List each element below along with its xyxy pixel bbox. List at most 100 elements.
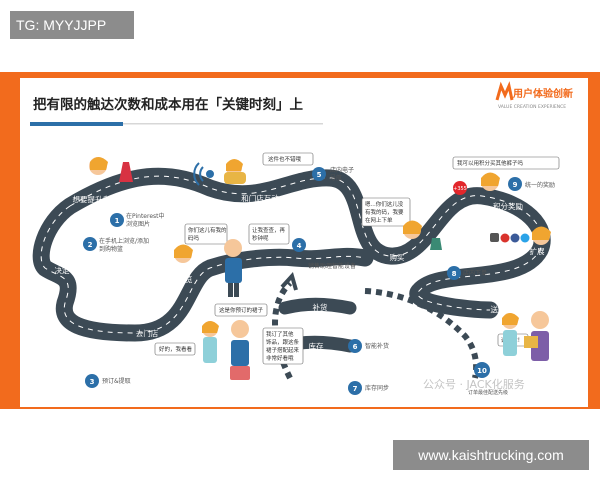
slide-canvas: 把有限的触达次数和成本用在「关键时刻」上 用户体验创新 VALUE CREATI… bbox=[20, 78, 588, 407]
shopper-phone-icon bbox=[224, 159, 246, 184]
step-6-text: 智能补货 bbox=[365, 342, 389, 350]
stage-store-interaction: 和门店互动 bbox=[241, 193, 279, 203]
woman-expand-icon bbox=[532, 226, 551, 245]
logo-mark-icon bbox=[495, 81, 514, 101]
stage-purchase: 购买 bbox=[390, 252, 405, 262]
watermark-text: 公众号 · JACK化服务 bbox=[423, 377, 525, 391]
step-5-text-line2: 导航 bbox=[330, 174, 342, 182]
bubble-size-question-line2: 码吗 bbox=[188, 234, 200, 242]
step-7-text: 库存同步 bbox=[365, 384, 389, 392]
bubble-check bbox=[248, 223, 290, 245]
step-9-marker bbox=[508, 177, 522, 191]
step-7-number: 7 bbox=[353, 385, 358, 393]
bubble-size-question-line1: 你们这儿有我的 bbox=[188, 226, 227, 234]
bubble-check-line2: 秒钟呢 bbox=[252, 234, 269, 242]
step-1-text-line1: 在Pinterest中 bbox=[126, 212, 165, 220]
title-underline-grey bbox=[123, 123, 323, 125]
social-icons bbox=[490, 233, 530, 243]
step-10-number: 10 bbox=[477, 367, 487, 375]
bubble-this-one bbox=[262, 152, 314, 166]
delivery-box-icon bbox=[524, 336, 538, 348]
bubble-order-online-line1: 嗯...你们这儿没 bbox=[365, 200, 404, 208]
shopping-bag-icon bbox=[430, 238, 442, 250]
step-10-marker bbox=[474, 362, 490, 378]
top-badge: TG: MYYJJPP bbox=[10, 11, 134, 39]
bubble-points bbox=[452, 156, 560, 170]
step-5-text-line1: 店内电子 bbox=[330, 166, 354, 174]
step-4-text: 销售助理智能设备 bbox=[308, 262, 356, 270]
step-6-marker bbox=[348, 339, 362, 353]
bubble-accessories-line3: 裙子搭配起来 bbox=[266, 346, 300, 354]
step-1-text-line2: 浏览图片 bbox=[126, 220, 150, 228]
slide-title: 把有限的触达次数和成本用在「关键时刻」上 bbox=[33, 96, 303, 113]
step-5-number: 5 bbox=[317, 171, 322, 179]
dress-icon bbox=[119, 162, 133, 182]
step-1-number: 1 bbox=[115, 217, 120, 225]
wifi-icon bbox=[193, 162, 214, 186]
bubble-points-text: 我可以用积分买其他裤子吗 bbox=[457, 159, 524, 167]
title-underline-blue bbox=[30, 122, 123, 126]
stage-want-improve: 想要提升自己 bbox=[73, 194, 118, 204]
arc-arrow-icon bbox=[280, 271, 298, 291]
bubble-this-one-text: 这件也不错哦 bbox=[268, 155, 302, 163]
stage-expand: 扩展 bbox=[530, 246, 545, 256]
stage-browse: 浏览 bbox=[178, 274, 193, 284]
journey-road-centerline bbox=[40, 175, 543, 334]
bubble-reserved-dress-text: 这是你预订的裙子 bbox=[219, 306, 264, 314]
bubble-accessories-line4: 非常好看哦 bbox=[266, 354, 294, 362]
restock-road bbox=[278, 297, 357, 315]
stage-reserve: 预订 bbox=[53, 328, 68, 338]
bubble-ok bbox=[154, 342, 196, 356]
stage-go-store: 去门店 bbox=[136, 328, 159, 338]
shopping-bag-pickup-icon bbox=[230, 366, 250, 380]
facebook-icon bbox=[510, 233, 520, 243]
step-2-text-line1: 在手机上浏览/添加 bbox=[99, 237, 149, 245]
bubble-check-line1: 让我查查，再 bbox=[252, 226, 286, 234]
step-8-marker bbox=[447, 266, 461, 280]
points-badge-text: +355 bbox=[453, 186, 467, 192]
bubble-ok-text: 好的，我看看 bbox=[159, 345, 193, 353]
step-8-number: 8 bbox=[452, 270, 457, 278]
woman-purchase-icon bbox=[403, 220, 442, 250]
step-9-text: 统一的奖励 bbox=[525, 181, 555, 189]
step-2-number: 2 bbox=[88, 241, 93, 249]
bubble-order-online-line3: 在网上下单 bbox=[365, 216, 393, 224]
sales-assistant-icon bbox=[224, 239, 242, 297]
step-3-text: 预订&提取 bbox=[102, 377, 131, 385]
bubble-accessories bbox=[262, 327, 304, 365]
bubble-order-online-line2: 有我的码，我要 bbox=[365, 208, 404, 216]
bubble-order-online bbox=[361, 197, 411, 227]
bubble-reserved-dress bbox=[214, 303, 268, 317]
delivery-couple-icon bbox=[502, 311, 549, 361]
stage-restock: 补货 bbox=[313, 302, 328, 312]
stage-delivery: 送货 bbox=[491, 304, 506, 314]
step-7-marker bbox=[348, 381, 362, 395]
step-4-number: 4 bbox=[297, 242, 302, 250]
step-10-text: 订单最佳配送先级 bbox=[468, 389, 508, 396]
step-5-marker bbox=[312, 167, 326, 181]
twitter-icon bbox=[520, 233, 530, 243]
logo-subtext: VALUE CREATION EXPERIENCE bbox=[498, 104, 566, 110]
step-2-marker bbox=[83, 237, 97, 251]
step-1-marker bbox=[110, 213, 124, 227]
stage-points-reward: 积分奖励 bbox=[493, 201, 523, 211]
step-9-number: 9 bbox=[513, 181, 518, 189]
dashed-arc-left bbox=[272, 280, 293, 380]
woman-rewards-icon bbox=[481, 172, 500, 191]
woman-dress-icon bbox=[89, 157, 133, 182]
stage-decide: 决定 bbox=[55, 265, 70, 275]
bubble-accessories-line2: 饰品，跟这条 bbox=[266, 338, 300, 346]
instagram-icon bbox=[490, 233, 499, 242]
bubble-size-question bbox=[184, 223, 228, 245]
logo-text: 用户体验创新 bbox=[512, 87, 573, 100]
bottom-badge: www.kaishtrucking.com bbox=[393, 440, 589, 470]
woman-browsing-icon bbox=[174, 244, 193, 263]
step-6-number: 6 bbox=[353, 343, 358, 351]
step-3-marker bbox=[85, 374, 99, 388]
step-8-text: 店内下单 bbox=[463, 269, 487, 277]
pinterest-icon bbox=[500, 233, 510, 243]
points-badge bbox=[453, 181, 467, 195]
journey-diagram: 把有限的触达次数和成本用在「关键时刻」上 用户体验创新 VALUE CREATI… bbox=[30, 81, 573, 396]
step-3-number: 3 bbox=[90, 378, 95, 386]
step-2-text-line2: 到购物篮 bbox=[99, 245, 123, 253]
